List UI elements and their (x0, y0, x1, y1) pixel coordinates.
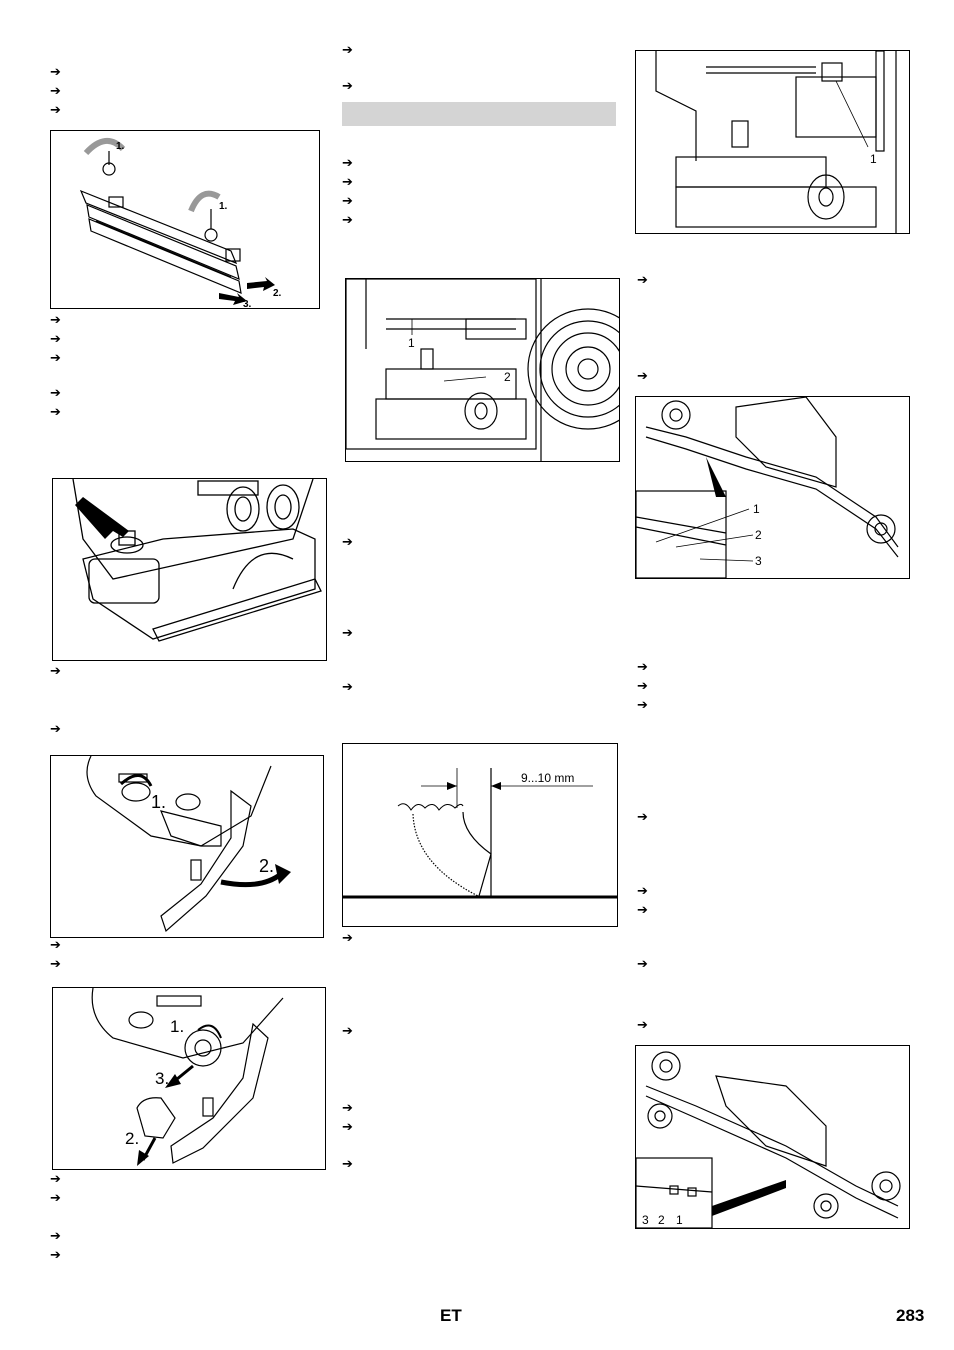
figure-label: 3. (243, 299, 252, 308)
bullet-arrow: ➔ (342, 194, 353, 209)
bullet-arrow: ➔ (342, 79, 353, 94)
bullet-arrow: ➔ (637, 273, 648, 288)
bullet-arrow: ➔ (50, 84, 61, 99)
figure-label: 1. (116, 141, 125, 152)
bullet-arrow: ➔ (50, 664, 61, 679)
figure-label: 1 (408, 336, 415, 350)
figure-squeegee-blade-removal: 1. 1. 2. 3. (50, 130, 320, 309)
figure-label: 3 (755, 554, 762, 568)
figure-side-blade-holes-2: 3 2 1 (635, 1045, 910, 1229)
figure-brush-head-side-adjust: 1 (635, 50, 910, 234)
figure-label: 1 (676, 1213, 683, 1227)
bullet-arrow: ➔ (637, 660, 648, 675)
bullet-arrow: ➔ (50, 938, 61, 953)
bullet-arrow: ➔ (50, 386, 61, 401)
bullet-arrow: ➔ (50, 1191, 61, 1206)
figure-label: 2. (125, 1129, 139, 1148)
figure-label: 2. (273, 288, 282, 299)
figure-label: 2. (259, 856, 274, 876)
figure-label: 2 (755, 528, 762, 542)
section-heading-bar (342, 102, 616, 126)
bullet-arrow: ➔ (637, 698, 648, 713)
bullet-arrow: ➔ (637, 884, 648, 899)
figure-label: 1 (870, 152, 877, 166)
bullet-arrow: ➔ (50, 722, 61, 737)
figure-label: 1. (219, 201, 228, 212)
bullet-arrow: ➔ (50, 351, 61, 366)
bullet-arrow: ➔ (342, 213, 353, 228)
bullet-arrow: ➔ (50, 65, 61, 80)
figure-label: 1. (151, 792, 166, 812)
figure-label: 1 (753, 502, 760, 516)
figure-label: 2 (504, 370, 511, 384)
bullet-arrow: ➔ (50, 313, 61, 328)
bullet-arrow: ➔ (50, 1248, 61, 1263)
figure-brush-removal: 1. 3. 2. (52, 987, 326, 1170)
bullet-arrow: ➔ (637, 679, 648, 694)
figure-side-blade-swing: 1. 2. (50, 755, 324, 938)
bullet-arrow: ➔ (342, 1101, 353, 1116)
figure-side-blade-holes: 1 2 3 (635, 396, 910, 579)
figure-label: 3. (155, 1069, 169, 1088)
bullet-arrow: ➔ (342, 43, 353, 58)
bullet-arrow: ➔ (50, 957, 61, 972)
bullet-arrow: ➔ (342, 1024, 353, 1039)
figure-label: 2 (658, 1213, 665, 1227)
bullet-arrow: ➔ (342, 931, 353, 946)
bullet-arrow: ➔ (50, 1229, 61, 1244)
figure-brush-head-adjustment: 1 2 (345, 278, 620, 462)
bullet-arrow: ➔ (637, 903, 648, 918)
figure-label: 1. (170, 1017, 184, 1036)
bullet-arrow: ➔ (342, 535, 353, 550)
bullet-arrow: ➔ (637, 810, 648, 825)
bullet-arrow: ➔ (637, 369, 648, 384)
bullet-arrow: ➔ (342, 1120, 353, 1135)
bullet-arrow: ➔ (50, 103, 61, 118)
bullet-arrow: ➔ (342, 175, 353, 190)
bullet-arrow: ➔ (637, 957, 648, 972)
bullet-arrow: ➔ (50, 1172, 61, 1187)
bullet-arrow: ➔ (50, 332, 61, 347)
figure-brush-head-knob (52, 478, 327, 661)
bullet-arrow: ➔ (637, 1018, 648, 1033)
bullet-arrow: ➔ (342, 1157, 353, 1172)
bullet-arrow: ➔ (342, 626, 353, 641)
figure-blade-deflection: 9...10 mm (342, 743, 618, 927)
bullet-arrow: ➔ (342, 156, 353, 171)
figure-label: 3 (642, 1213, 649, 1227)
figure-label: 9...10 mm (521, 771, 574, 785)
bullet-arrow: ➔ (342, 680, 353, 695)
bullet-arrow: ➔ (50, 405, 61, 420)
footer-language-code: ET (440, 1306, 462, 1325)
footer-page-number: 283 (896, 1306, 925, 1325)
